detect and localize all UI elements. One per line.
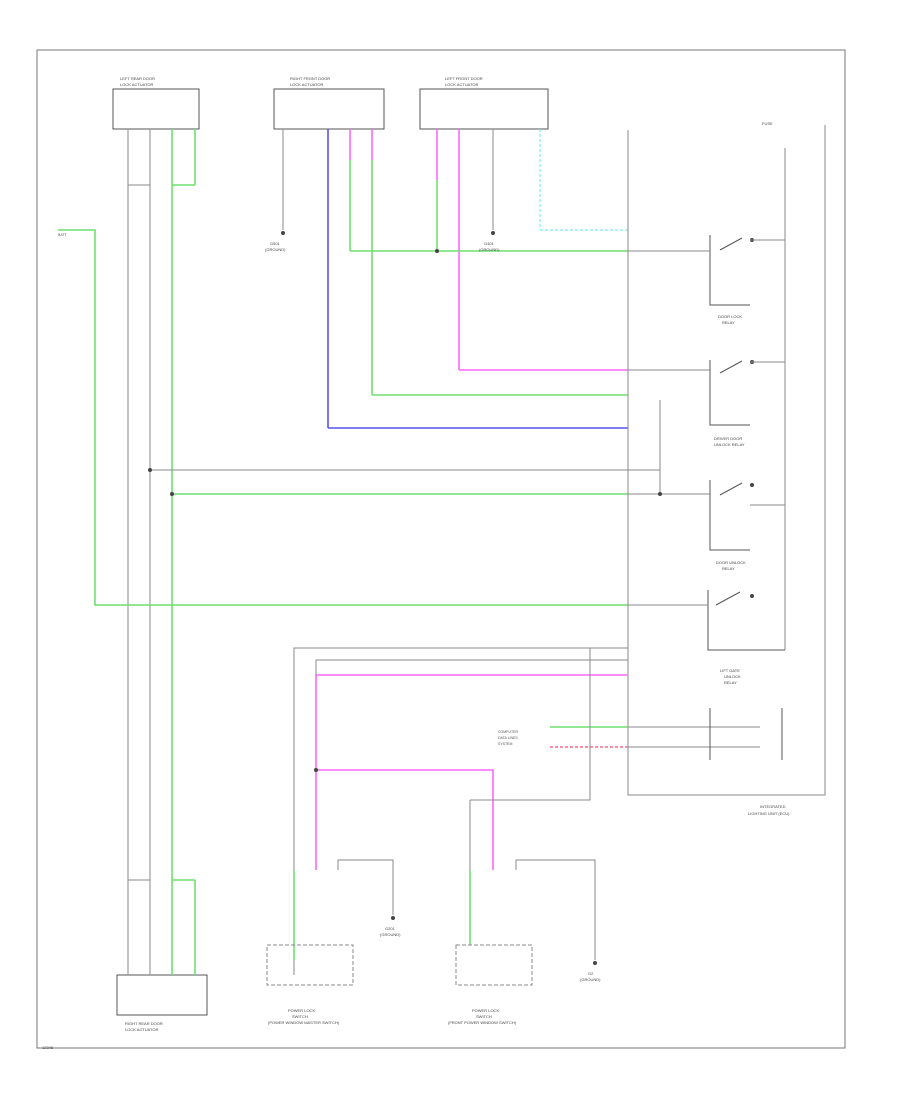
relay-label: DRIVER DOOR bbox=[714, 436, 742, 441]
ground-label: G401 bbox=[484, 241, 495, 246]
power-lock-switch-left: POWER LOCK SWITCH (POWER WINDOW MASTER S… bbox=[266, 859, 401, 1025]
lower-switch-wires bbox=[293, 647, 628, 975]
switch-label: (FRONT POWER WINDOW SWITCH) bbox=[448, 1020, 517, 1025]
ground-label: (GROUND) bbox=[380, 932, 401, 937]
battery-feed-wire: BATT bbox=[58, 229, 628, 606]
relay-label: RELAY bbox=[722, 566, 735, 571]
driver-unlock-relay: DRIVER DOOR UNLOCK RELAY bbox=[709, 360, 754, 447]
ecu-input-wires bbox=[150, 250, 628, 495]
switch-label: POWER LOCK bbox=[472, 1008, 499, 1013]
ground-label: (GROUND) bbox=[479, 247, 500, 252]
comm-label: DATA LINES bbox=[498, 736, 518, 740]
comm-label: SYSTEM bbox=[498, 742, 512, 746]
right-rear-door-actuator: RIGHT REAR DOOR LOCK ACTUATOR bbox=[116, 974, 208, 1032]
relay-label: RELAY bbox=[724, 680, 737, 685]
right-front-door-actuator: RIGHT FRONT DOOR LOCK ACTUATOR bbox=[273, 76, 385, 130]
left-front-door-actuator: LEFT FRONT DOOR LOCK ACTUATOR bbox=[419, 76, 549, 130]
power-lock-switch-right: POWER LOCK SWITCH (FRONT POWER WINDOW SW… bbox=[448, 859, 601, 1025]
component-label: LOCK ACTUATOR bbox=[290, 82, 324, 87]
relay-label: UNLOCK bbox=[724, 674, 741, 679]
relay-label: DOOR LOCK bbox=[718, 314, 742, 319]
ground-label: G201 bbox=[385, 926, 396, 931]
component-label: LOCK ACTUATOR bbox=[445, 82, 479, 87]
integrated-ecu: FUSE INTEGRATED LIGHTING UNIT (ECU) bbox=[627, 121, 826, 816]
diagram-frame bbox=[36, 49, 846, 1049]
relay-label: RELAY bbox=[722, 320, 735, 325]
ground-g401: G401 (GROUND) bbox=[479, 231, 500, 252]
junction-dots bbox=[148, 249, 662, 772]
ecu-internal-lines bbox=[628, 239, 785, 606]
switch-label: POWER LOCK bbox=[288, 1008, 315, 1013]
ground-label: (GROUND) bbox=[580, 977, 601, 982]
fuse-label: FUSE bbox=[762, 121, 773, 126]
component-label: LOCK ACTUATOR bbox=[120, 82, 154, 87]
door-unlock-relay: DOOR UNLOCK RELAY bbox=[709, 480, 754, 571]
relay-label: LIFT GATE bbox=[720, 668, 740, 673]
ecu-label: INTEGRATED bbox=[760, 804, 786, 809]
page-id: 12345 bbox=[42, 1045, 54, 1050]
component-label: LEFT FRONT DOOR bbox=[445, 76, 483, 81]
right-front-door-wires bbox=[282, 129, 373, 428]
ground-g501: G501 (GROUND) bbox=[265, 231, 286, 252]
left-wire-bundle bbox=[127, 129, 196, 975]
relay-label: UNLOCK RELAY bbox=[714, 442, 745, 447]
relay-label: DOOR UNLOCK bbox=[716, 560, 746, 565]
comm-label: COMPUTER bbox=[498, 730, 519, 734]
ground-label: (GROUND) bbox=[265, 247, 286, 252]
component-label: LEFT REAR DOOR bbox=[120, 76, 155, 81]
ground-label: G501 bbox=[270, 241, 281, 246]
switch-label: (POWER WINDOW MASTER SWITCH) bbox=[268, 1020, 340, 1025]
left-rear-door-actuator: LEFT REAR DOOR LOCK ACTUATOR bbox=[112, 76, 200, 130]
left-front-door-wires bbox=[436, 129, 628, 370]
component-label: LOCK ACTUATOR bbox=[125, 1027, 159, 1032]
computer-data-lines: COMPUTER DATA LINES SYSTEM bbox=[498, 708, 783, 760]
door-lock-relay: DOOR LOCK RELAY bbox=[709, 235, 754, 325]
liftgate-unlock-relay: LIFT GATE UNLOCK RELAY bbox=[707, 590, 785, 685]
switch-label: SWITCH bbox=[292, 1014, 308, 1019]
component-label: RIGHT FRONT DOOR bbox=[290, 76, 330, 81]
component-label: RIGHT REAR DOOR bbox=[125, 1021, 163, 1026]
batt-label: BATT bbox=[58, 233, 68, 237]
ecu-label: LIGHTING UNIT (ECU) bbox=[748, 811, 790, 816]
ground-label: G2 bbox=[588, 971, 594, 976]
switch-label: SWITCH bbox=[476, 1014, 492, 1019]
